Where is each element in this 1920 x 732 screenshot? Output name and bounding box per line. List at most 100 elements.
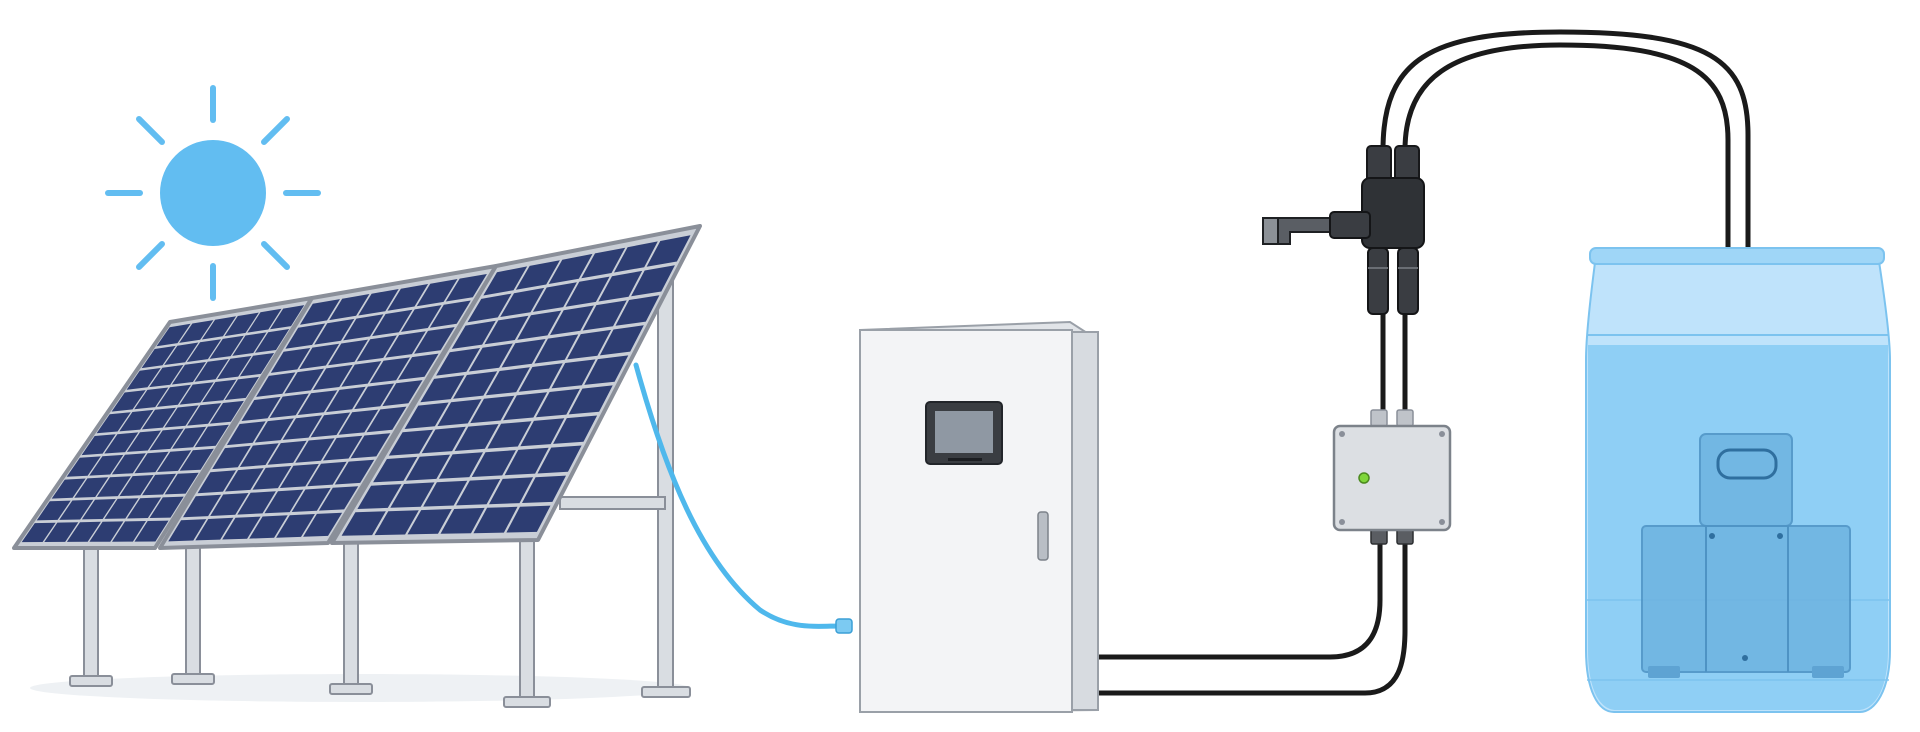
panel-cell [328, 339, 368, 366]
panel-cell [81, 434, 116, 456]
panel-cell [356, 335, 397, 362]
panel-cell [483, 266, 528, 296]
panel-cell [156, 323, 191, 347]
panel-cell [535, 388, 580, 418]
panel-cell [438, 452, 483, 479]
panel-cell [194, 424, 229, 448]
panel-cell [225, 468, 264, 492]
solar-panel [158, 264, 498, 550]
panel-cell [269, 393, 309, 418]
panel-cell [44, 522, 79, 542]
panel-cell [548, 253, 593, 284]
panel-cell [487, 421, 532, 449]
panel-cell [96, 476, 131, 497]
panel-cell [303, 512, 343, 537]
panel-cell [164, 342, 199, 365]
solar-array [12, 224, 702, 708]
panel-cell [354, 383, 395, 410]
splitter-icon [1262, 145, 1425, 315]
panel-cell [255, 329, 290, 353]
panel-cell [201, 316, 237, 340]
power-cable-1 [1096, 535, 1383, 660]
panel-cell [212, 445, 251, 470]
panel-cell [326, 386, 366, 413]
panel-cell [276, 514, 315, 538]
panel-cell [468, 343, 513, 372]
cable-connector [835, 618, 853, 634]
panel-cell [338, 409, 379, 435]
panel-cell [267, 440, 307, 465]
panel-cell [224, 312, 259, 337]
panel-cell [202, 379, 237, 403]
panel-cell [567, 329, 612, 360]
panel-cell [343, 314, 384, 341]
panel-cell [164, 405, 199, 428]
panel-cell [141, 345, 176, 369]
panel-cell [501, 339, 546, 368]
panel-cell [313, 364, 353, 391]
panel-cell [119, 475, 154, 497]
sun-icon [105, 85, 321, 301]
panel-cell [615, 295, 660, 326]
panel-cell [631, 265, 675, 297]
panel-cell [134, 387, 169, 410]
pump-cable-1 [1380, 29, 1751, 452]
panel-cell [210, 493, 249, 516]
panel-cell [503, 392, 548, 421]
panel-cell [453, 371, 498, 399]
panel-cell [471, 450, 516, 477]
panel-cell [51, 478, 86, 499]
panel-cell [127, 497, 162, 519]
panel-cell [232, 332, 267, 356]
panel-cell [489, 477, 534, 505]
panel-cell [222, 516, 261, 540]
panel-cell [96, 412, 131, 434]
panel-cell [614, 241, 658, 273]
panel-cell [270, 348, 311, 373]
panel-cell [194, 359, 229, 382]
panel-cell [264, 489, 304, 514]
panel-cell [168, 519, 207, 542]
panel-cell [584, 355, 629, 385]
panel-cell [226, 421, 266, 446]
panel-cell [74, 477, 109, 498]
panel-cell [179, 320, 214, 343]
panel-cell [420, 375, 465, 403]
panel-cell [297, 390, 338, 415]
panel-cell [451, 320, 496, 349]
panel-cell [423, 480, 468, 507]
panel-cell [421, 426, 466, 454]
panel-cell [149, 428, 184, 451]
panel-cell [295, 438, 335, 463]
panel-cell [398, 353, 439, 380]
panel-cell [387, 284, 429, 311]
panel-cell [390, 482, 435, 508]
panel-cell [149, 365, 184, 388]
panel-cell [59, 499, 94, 520]
cables [633, 29, 1751, 696]
cabinet-handle [1037, 511, 1049, 561]
panel-cell [318, 486, 359, 511]
panel-cell [149, 496, 184, 518]
panel-cell [157, 450, 192, 472]
panel-cell [307, 461, 347, 487]
panel-cell [517, 310, 562, 340]
panel-cell [300, 299, 340, 325]
panel-cell [279, 463, 319, 488]
panel-cell [484, 315, 529, 345]
panel-cell [224, 376, 259, 400]
panel-cell [388, 429, 433, 456]
panel-cell [385, 331, 426, 358]
panel-cell [89, 521, 124, 542]
power-cable-2 [1096, 535, 1408, 696]
panel-cell [179, 448, 214, 471]
panel-cell [454, 424, 499, 451]
panel-cell [366, 406, 407, 433]
panel-cell [537, 445, 582, 474]
panel-cell [171, 362, 206, 385]
panel-cell [598, 270, 643, 302]
control-cabinet-icon [859, 320, 1099, 714]
panel-cell [134, 451, 169, 474]
panel-cell [646, 235, 691, 267]
